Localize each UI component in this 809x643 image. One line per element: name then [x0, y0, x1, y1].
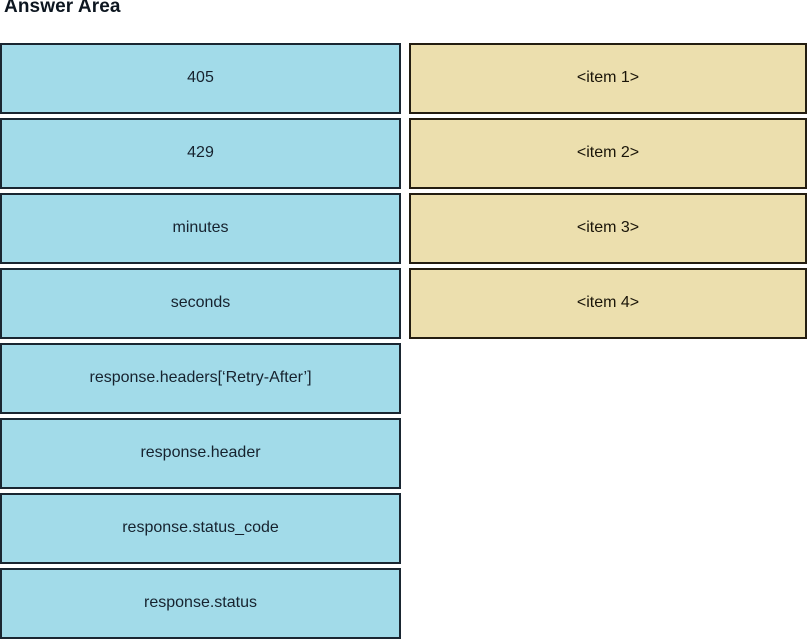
option-tile[interactable]: 429 [0, 118, 401, 189]
option-tile-label: minutes [172, 219, 229, 237]
option-tile[interactable]: response.status_code [0, 493, 401, 564]
options-column: 405 429 minutes seconds response.headers… [0, 43, 401, 643]
answer-slot-tile[interactable]: <item 4> [409, 268, 807, 339]
answer-slot-label: <item 3> [576, 219, 640, 237]
option-tile[interactable]: minutes [0, 193, 401, 264]
answer-slot-label: <item 1> [576, 69, 640, 87]
option-tile[interactable]: seconds [0, 268, 401, 339]
option-tile-label: 429 [187, 144, 214, 162]
option-tile[interactable]: 405 [0, 43, 401, 114]
answer-slot-label: <item 4> [576, 294, 640, 312]
answer-slots-column: <item 1> <item 2> <item 3> <item 4> [409, 43, 807, 343]
option-tile[interactable]: response.headers[‘Retry-After’] [0, 343, 401, 414]
option-tile[interactable]: response.header [0, 418, 401, 489]
option-tile-label: seconds [170, 294, 231, 312]
option-tile-label: response.header [140, 444, 261, 462]
page-title: Answer Area [4, 0, 121, 17]
option-tile-label: response.status [144, 594, 257, 612]
option-tile-label: 405 [187, 69, 214, 87]
answer-slot-tile[interactable]: <item 3> [409, 193, 807, 264]
answer-slot-tile[interactable]: <item 2> [409, 118, 807, 189]
answer-slot-tile[interactable]: <item 1> [409, 43, 807, 114]
answer-slot-label: <item 2> [576, 144, 640, 162]
option-tile-label: response.headers[‘Retry-After’] [89, 369, 312, 387]
option-tile-label: response.status_code [122, 519, 279, 537]
option-tile[interactable]: response.status [0, 568, 401, 639]
